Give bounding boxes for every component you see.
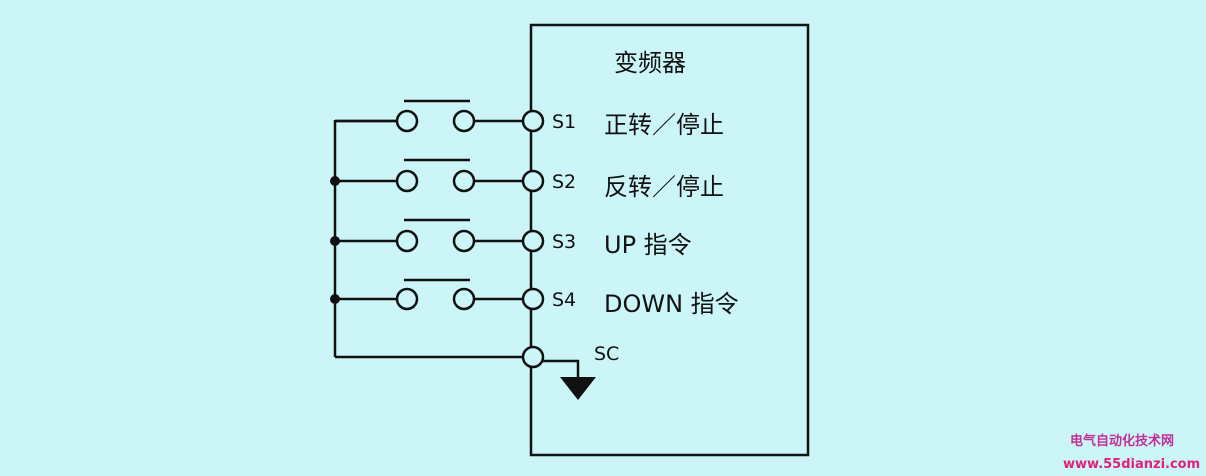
watermark: 电气自动化技术网 www.55dianzi.com	[1063, 433, 1200, 472]
switch-contact	[452, 169, 476, 193]
terminal-function-s4: DOWN 指令	[604, 290, 739, 318]
terminal-label-s2: S2	[552, 171, 576, 193]
terminal-contact	[521, 109, 545, 133]
terminal-function-s1: 正转／停止	[604, 111, 724, 139]
terminal-label-s4: S4	[552, 289, 576, 311]
terminal-contact	[521, 169, 545, 193]
terminal-contact	[521, 287, 545, 311]
common-terminal-sc: SC	[521, 343, 619, 400]
switch-row-s2: S2 反转／停止	[335, 158, 724, 201]
watermark-line2: www.55dianzi.com	[1063, 457, 1200, 472]
terminal-contact	[521, 345, 545, 369]
terminal-label-s1: S1	[552, 111, 576, 133]
terminal-label-sc: SC	[594, 343, 619, 365]
terminal-contact	[521, 229, 545, 253]
switch-contact	[452, 287, 476, 311]
switch-contact	[395, 287, 419, 311]
switch-row-s1: S1 正转／停止	[335, 99, 724, 139]
switch-row-s4: S4 DOWN 指令	[335, 278, 739, 318]
switch-contact	[395, 109, 419, 133]
terminal-label-s3: S3	[552, 231, 576, 253]
switch-contact	[452, 229, 476, 253]
switch-row-s3: S3 UP 指令	[335, 218, 692, 259]
terminal-function-s2: 反转／停止	[604, 173, 724, 201]
inverter-title: 变频器	[614, 49, 686, 77]
ground-wire	[543, 359, 580, 377]
switch-contact	[395, 229, 419, 253]
watermark-line1: 电气自动化技术网	[1070, 433, 1174, 449]
switch-contact	[452, 109, 476, 133]
terminal-function-s3: UP 指令	[604, 231, 692, 259]
switch-contact	[395, 169, 419, 193]
ground-symbol	[560, 377, 596, 400]
